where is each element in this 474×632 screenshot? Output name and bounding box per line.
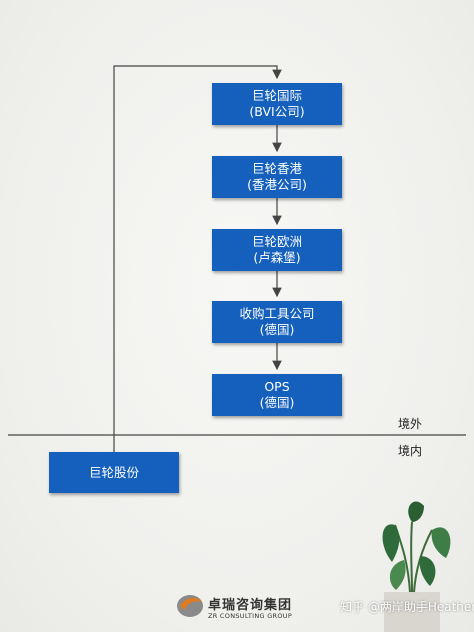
company-logo: 卓瑞咨询集团 ZR CONSULTING GROUP [172,590,322,626]
node-parent-company: 巨轮股份 [49,452,179,493]
node-bvi-subtitle: (BVI公司) [249,104,305,119]
watermark: 知乎 @两岸助手Heather [340,600,474,614]
node-europe-subtitle: (卢森堡) [253,250,301,265]
node-ops-title: OPS [264,379,290,394]
node-europe-title: 巨轮欧洲 [251,234,302,249]
node-bvi: 巨轮国际 (BVI公司) [212,83,342,125]
node-hongkong: 巨轮香港 (香港公司) [212,156,342,198]
logo-name: 卓瑞咨询集团 [208,598,293,613]
node-ops-subtitle: (德国) [259,395,295,410]
region-label-onshore: 境内 [398,444,423,458]
node-acquisition-vehicle-title: 收购工具公司 [239,306,315,321]
node-acquisition-vehicle: 收购工具公司 (德国) [212,301,342,343]
node-acquisition-vehicle-subtitle: (德国) [259,322,295,337]
parent-to-bvi-line [113,65,282,452]
potted-plant-illustration [382,501,451,632]
logo-subtitle: ZR CONSULTING GROUP [208,612,293,620]
node-parent-company-title: 巨轮股份 [88,464,139,480]
node-europe: 巨轮欧洲 (卢森堡) [212,229,342,271]
node-hongkong-title: 巨轮香港 [251,161,302,176]
region-label-offshore: 境外 [398,417,423,431]
node-ops: OPS (德国) [212,374,342,416]
node-bvi-title: 巨轮国际 [251,88,302,103]
logo-emblem [177,595,203,617]
node-hongkong-subtitle: (香港公司) [247,177,307,192]
